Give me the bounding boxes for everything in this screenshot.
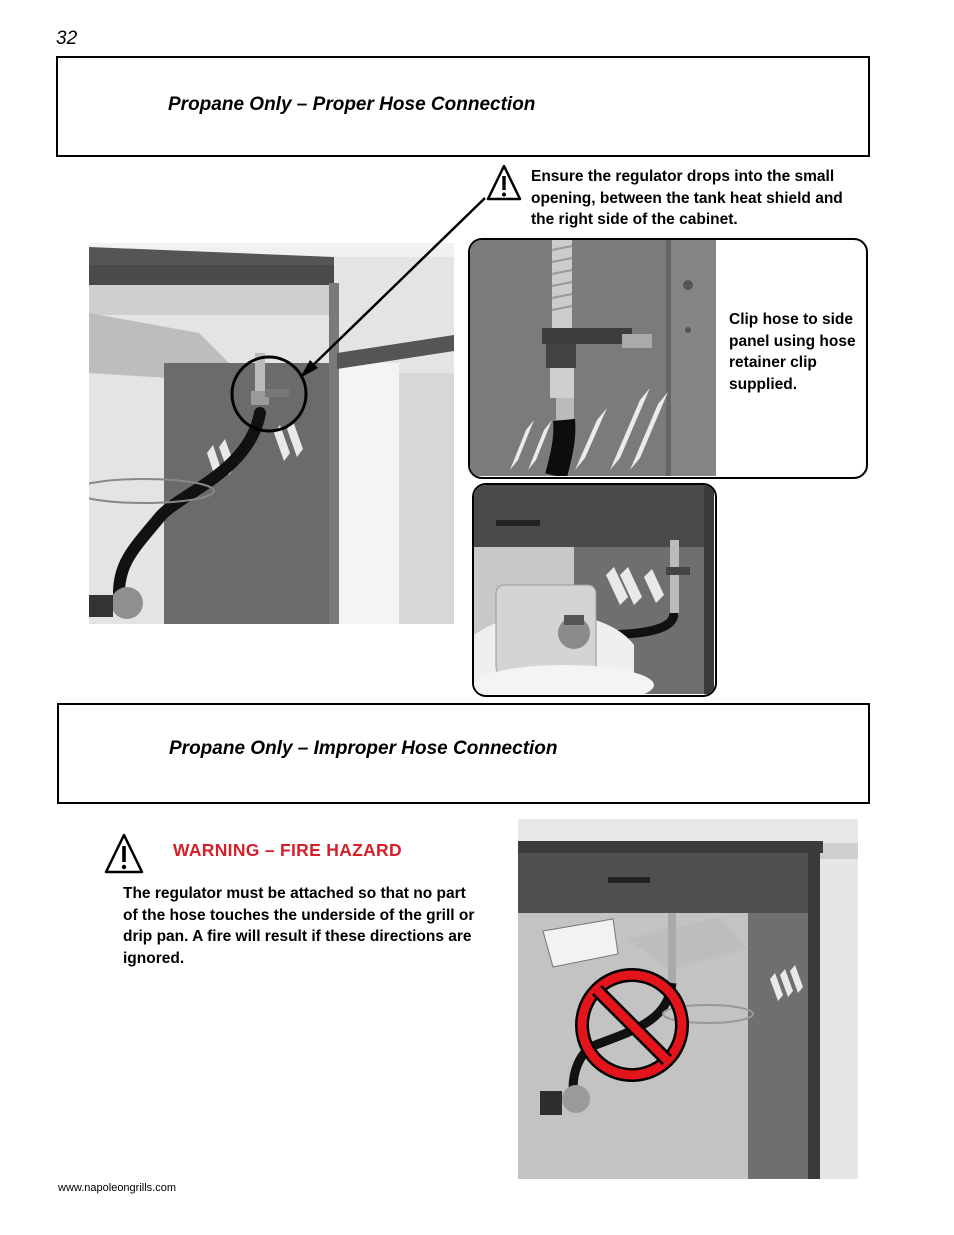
warning-triangle-icon — [486, 163, 522, 203]
section-proper-title: Propane Only – Proper Hose Connection — [168, 94, 536, 115]
warning-triangle-icon — [104, 832, 144, 876]
footer-url[interactable]: www.napoleongrills.com — [58, 1182, 176, 1194]
proper-connection-photo — [89, 243, 454, 624]
regulator-callout-text: Ensure the regulator drops into the smal… — [531, 168, 843, 228]
clip-closeup-photo — [470, 240, 716, 476]
improper-connection-photo — [518, 819, 858, 1179]
warning-title: WARNING – FIRE HAZARD — [173, 840, 402, 860]
callout-arrow — [290, 190, 500, 390]
section-improper-title: Propane Only – Improper Hose Connection — [169, 738, 558, 759]
clip-callout-text: Clip hose to side panel using hose retai… — [729, 311, 856, 393]
warning-body: The regulator must be attached so that n… — [123, 885, 475, 967]
clip-closeup-frame: Clip hose to side panel using hose retai… — [468, 238, 868, 479]
tank-closeup-frame — [472, 483, 717, 697]
section-proper-box: Propane Only – Proper Hose Connection — [56, 56, 870, 157]
page-number: 32 — [56, 28, 78, 49]
prohibition-icon — [574, 967, 690, 1083]
section-improper-box: Propane Only – Improper Hose Connection — [57, 703, 870, 804]
